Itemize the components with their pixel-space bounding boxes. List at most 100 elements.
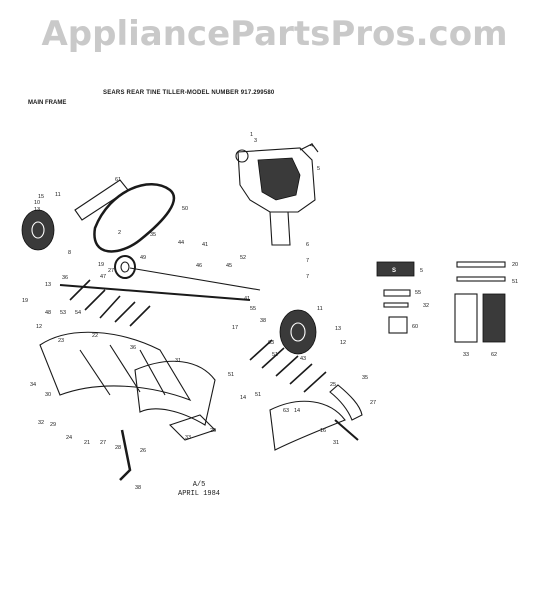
- callout: 47: [100, 274, 107, 280]
- tines-left: [69, 279, 151, 327]
- belt-guard: [74, 179, 129, 221]
- callout: 19: [98, 262, 105, 268]
- callout: 5: [420, 268, 424, 274]
- decal-small-1: [383, 289, 411, 297]
- callout: 34: [30, 382, 37, 388]
- callout: 14: [240, 395, 247, 401]
- callout: 38: [135, 485, 142, 491]
- callout: 27: [100, 440, 107, 446]
- callout: 5: [317, 166, 321, 172]
- bracket-lower-left: [168, 414, 217, 441]
- diagram-footer: A/5 APRIL 1984: [178, 481, 220, 499]
- callout: 10: [34, 200, 41, 206]
- rear-hood: [134, 360, 216, 426]
- callout: 51: [272, 352, 279, 358]
- callout: 63: [283, 408, 290, 414]
- decal-letter: S: [392, 268, 396, 274]
- callout: 33: [185, 435, 192, 441]
- main-axle: [59, 267, 261, 301]
- callout: 24: [66, 435, 73, 441]
- left-wheel-upper: [21, 209, 55, 251]
- callout: 4: [310, 143, 314, 149]
- callout: 36: [62, 275, 69, 281]
- callout: 11: [317, 306, 323, 312]
- callout: 26: [140, 448, 147, 454]
- watermark: AppliancePartsPros.com: [41, 14, 508, 54]
- callout: 3: [254, 138, 258, 144]
- decals: S: [376, 261, 506, 343]
- depth-stake: [119, 429, 132, 481]
- pulley: [114, 255, 136, 279]
- callout: 35: [362, 375, 369, 381]
- callout: 13: [45, 282, 52, 288]
- callout: 60: [412, 324, 419, 330]
- callout: 15: [38, 194, 45, 200]
- callout: 32: [38, 420, 45, 426]
- callout: 41: [202, 242, 209, 248]
- callout: 2: [118, 230, 122, 236]
- callout: 7: [306, 274, 310, 280]
- callout: 6: [306, 242, 310, 248]
- drag-bar: [329, 384, 363, 441]
- callout: 11: [55, 192, 61, 198]
- sears-decal: [376, 261, 415, 277]
- callout: 48: [45, 310, 52, 316]
- decal-square: [388, 316, 408, 334]
- callout: 8: [68, 250, 72, 256]
- decal-strip-lower: [456, 276, 506, 282]
- callout: 53: [60, 310, 67, 316]
- callout: 13: [34, 207, 41, 213]
- decal-strip-top: [456, 261, 506, 268]
- callout: 44: [178, 240, 185, 246]
- callout: 25: [330, 382, 337, 388]
- callout: 32: [423, 303, 430, 309]
- callout: 12: [36, 324, 43, 330]
- footer-code: A/5: [192, 481, 206, 489]
- footer-date: APRIL 1984: [178, 490, 221, 498]
- callout: 38: [260, 318, 267, 324]
- callout: 1: [250, 132, 254, 138]
- callout: 23: [58, 338, 65, 344]
- callout: 29: [50, 422, 57, 428]
- callout: 27: [370, 400, 377, 406]
- callout: 52: [240, 255, 247, 261]
- callout: 41: [244, 296, 251, 302]
- callout: 51: [255, 392, 262, 398]
- callout: 17: [232, 325, 239, 331]
- callout: 55: [415, 290, 422, 296]
- callout: 22: [92, 333, 99, 339]
- callout: 55: [250, 306, 257, 312]
- callout: 62: [491, 352, 498, 358]
- decal-warning-2: [482, 293, 506, 343]
- callout: 63: [268, 340, 275, 346]
- callout: 54: [75, 310, 82, 316]
- callout: 27: [108, 268, 115, 274]
- callout: 28: [115, 445, 122, 451]
- callout: 45: [226, 263, 233, 269]
- callout: 31: [333, 440, 340, 446]
- callout: 43: [300, 356, 307, 362]
- decal-warning-1: [454, 293, 478, 343]
- callout: 30: [45, 392, 52, 398]
- callout: 14: [294, 408, 301, 414]
- callout: 50: [182, 206, 189, 212]
- tine-shield-left: [39, 331, 192, 402]
- callout: 51: [228, 372, 235, 378]
- callout: 49: [140, 255, 147, 261]
- callout: 16: [320, 428, 327, 434]
- callout: 12: [340, 340, 347, 346]
- decal-small-2: [383, 302, 409, 308]
- callout: 36: [130, 345, 137, 351]
- callout: 46: [196, 263, 203, 269]
- diagram-title: SEARS REAR TINE TILLER-MODEL NUMBER 917.…: [103, 90, 275, 96]
- right-wheel: [279, 309, 317, 355]
- callout: 31: [175, 358, 182, 364]
- callout: 19: [22, 298, 29, 304]
- callout: 33: [463, 352, 470, 358]
- callout: 7: [306, 258, 310, 264]
- callout: 20: [210, 428, 217, 434]
- callout: 13: [335, 326, 342, 332]
- tines-right: [249, 339, 327, 393]
